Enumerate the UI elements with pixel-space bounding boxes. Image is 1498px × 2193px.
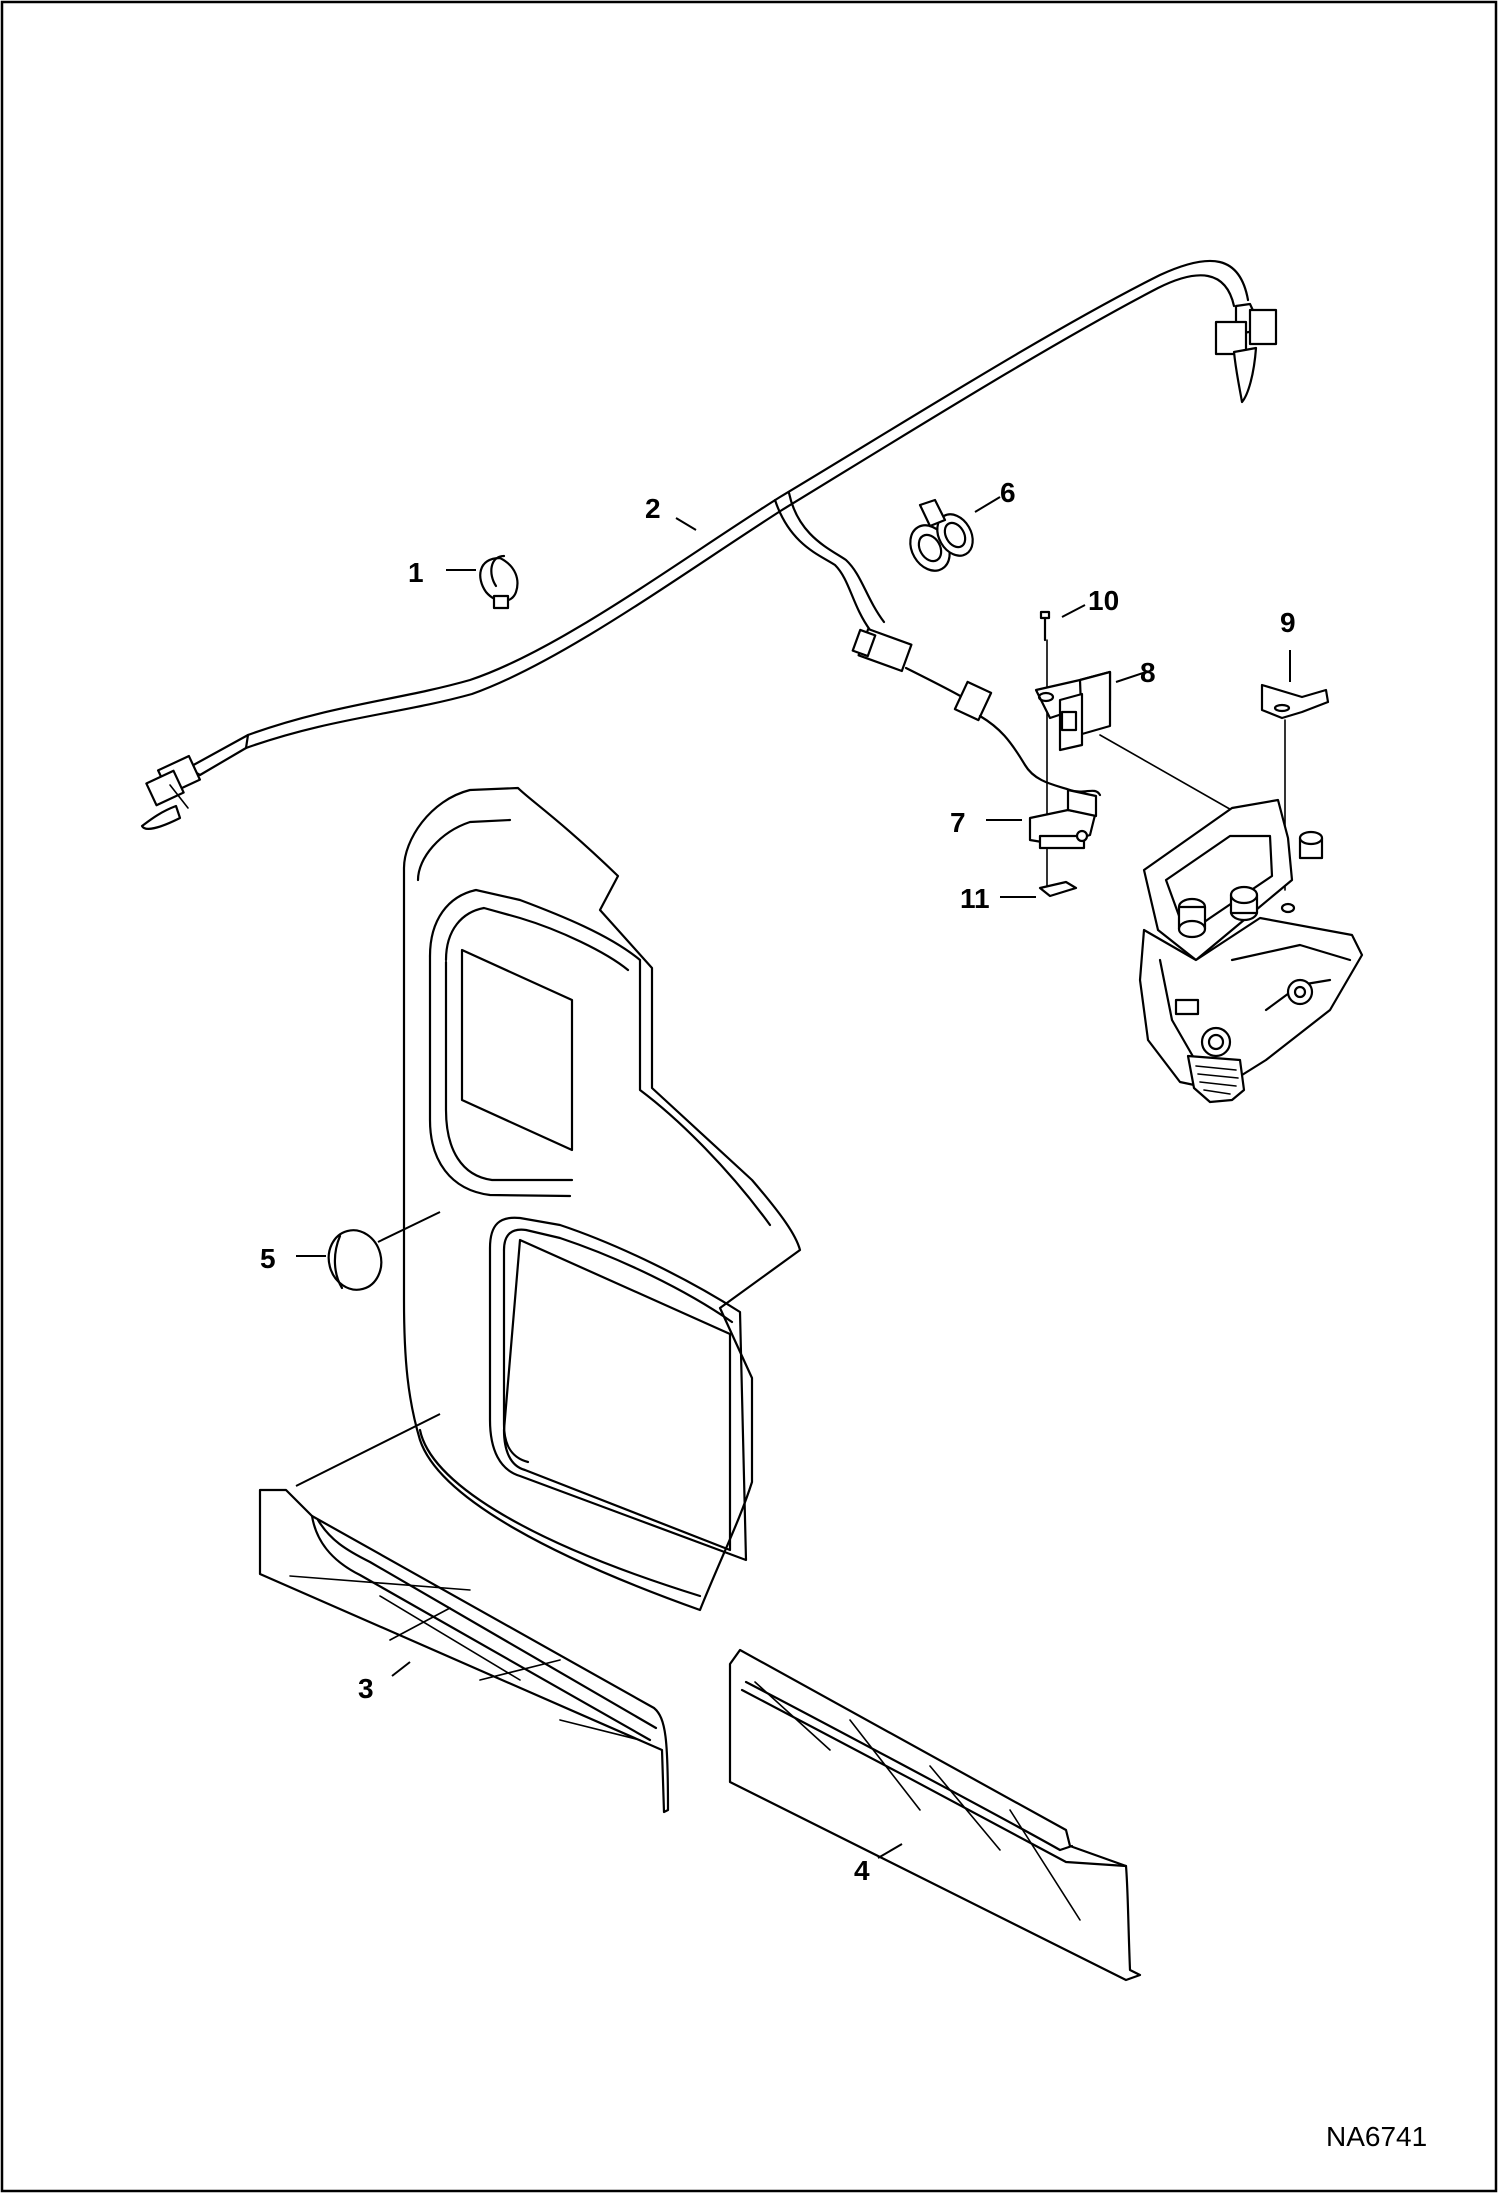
leader-4 [877, 1843, 903, 1859]
latch-assembly [1099, 734, 1364, 1104]
leader-3a [295, 1413, 441, 1487]
cable-tie-part [479, 554, 519, 610]
wire-harness [140, 259, 1278, 830]
leader-8 [1115, 671, 1147, 683]
callout-labels: 1 2 3 4 5 6 7 8 9 10 11 [260, 477, 1296, 1886]
leader-3b [391, 1661, 411, 1677]
callout-6: 6 [1000, 477, 1016, 508]
callout-9: 9 [1280, 607, 1296, 638]
callout-11: 11 [960, 883, 990, 914]
bracket-part [1034, 670, 1112, 752]
hose-clamp-part [909, 498, 974, 572]
callout-8: 8 [1140, 657, 1156, 688]
leader-6 [974, 496, 1001, 513]
callout-7: 7 [950, 807, 966, 838]
small-plate-part [1038, 880, 1078, 898]
callout-4: 4 [854, 1855, 870, 1886]
leader-10 [1061, 604, 1086, 618]
door-panel [402, 786, 802, 1612]
lower-trim-right [728, 1648, 1142, 1982]
callout-3: 3 [358, 1673, 374, 1704]
drawing-number: NA6741 [1326, 2121, 1427, 2152]
callout-1: 1 [408, 557, 424, 588]
lower-trim-left [258, 1488, 670, 1814]
callout-5: 5 [260, 1243, 276, 1274]
plug-part [327, 1229, 383, 1291]
leader-2 [675, 517, 697, 531]
leader-lines [295, 496, 1291, 1859]
callout-10: 10 [1088, 585, 1119, 616]
leader-5b [377, 1211, 441, 1243]
switch-part [1028, 788, 1098, 850]
callout-2: 2 [645, 493, 661, 524]
